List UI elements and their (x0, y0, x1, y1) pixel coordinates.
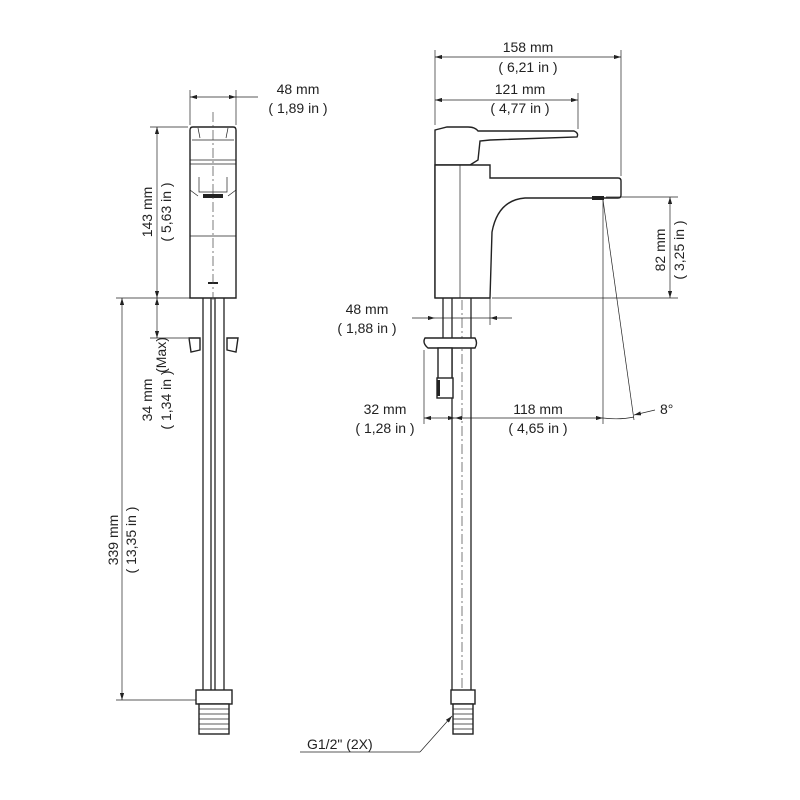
deck-thickness-note: (Max) (153, 337, 169, 373)
flow-angle-annotation: 8° (602, 199, 673, 421)
front-height-mm: 143 mm (139, 187, 155, 238)
overall-length-in: ( 6,21 in ) (498, 59, 557, 75)
spout-height-mm: 82 mm (652, 229, 668, 272)
spout-height-in: ( 3,25 in ) (671, 220, 687, 279)
spout-height-dimension: 82 mm ( 3,25 in ) (492, 196, 687, 299)
hose-length-in: ( 13,35 in ) (123, 507, 139, 574)
overall-length-mm: 158 mm (503, 39, 554, 55)
hose-length-dimension: 339 mm ( 13,35 in ) (105, 298, 196, 701)
connection-label: G1/2" (2X) (307, 736, 373, 752)
front-height-dimension: 143 mm ( 5,63 in ) (116, 126, 190, 299)
spout-reach-in: ( 4,65 in ) (508, 420, 567, 436)
base-width-mm: 48 mm (346, 301, 389, 317)
rod-offset-dimension: 32 mm ( 1,28 in ) (355, 350, 455, 436)
spout-reach-dimension: 118 mm ( 4,65 in ) (455, 200, 604, 436)
rod-offset-mm: 32 mm (364, 401, 407, 417)
deck-thickness-dimension: 34 mm ( 1,34 in ) (Max) (139, 298, 188, 430)
front-view: 48 mm ( 1,89 in ) 143 mm ( 5,63 in ) 34 … (105, 81, 328, 735)
connection-callout: G1/2" (2X) (300, 715, 453, 753)
front-height-in: ( 5,63 in ) (158, 182, 174, 241)
deck-thickness-in: ( 1,34 in ) (158, 370, 174, 429)
handle-length-dimension: 121 mm ( 4,77 in ) (435, 81, 579, 129)
handle-length-mm: 121 mm (495, 81, 546, 97)
side-supply-hose (423, 298, 478, 735)
rod-offset-in: ( 1,28 in ) (355, 420, 414, 436)
base-width-dimension: 48 mm ( 1,88 in ) (337, 298, 512, 336)
front-width-mm: 48 mm (277, 81, 320, 97)
base-width-in: ( 1,88 in ) (337, 320, 396, 336)
flow-angle-label: 8° (660, 401, 673, 417)
spout-reach-mm: 118 mm (513, 401, 563, 417)
front-supply-hoses (188, 298, 239, 735)
hose-length-mm: 339 mm (105, 515, 121, 566)
deck-thickness-mm: 34 mm (139, 379, 155, 422)
front-width-dimension: 48 mm ( 1,89 in ) (189, 81, 328, 125)
side-faucet-body (434, 126, 622, 299)
overall-length-dimension: 158 mm ( 6,21 in ) (434, 39, 622, 176)
side-view: 158 mm ( 6,21 in ) 121 mm ( 4,77 in ) 82… (300, 39, 687, 753)
front-width-in: ( 1,89 in ) (268, 100, 327, 116)
handle-length-in: ( 4,77 in ) (490, 100, 549, 116)
